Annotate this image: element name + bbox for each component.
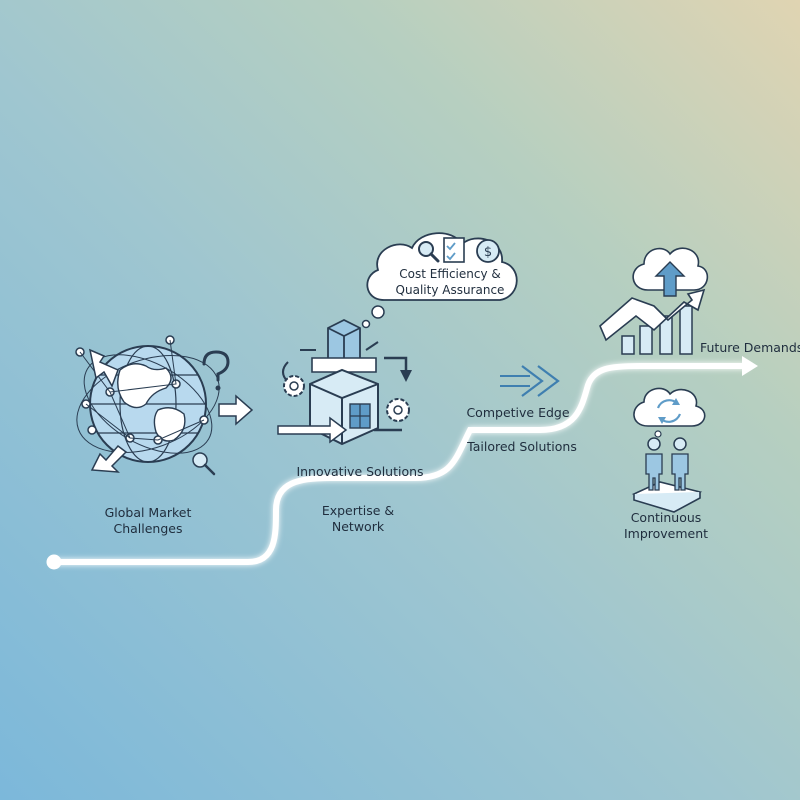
cloud-upload-icon [632, 247, 709, 297]
path-arrowhead [742, 356, 758, 376]
label-competitive-edge: Competive Edge [466, 405, 570, 420]
label-global-market-challenges: Global Market Challenges [104, 505, 192, 536]
path-start-dot [46, 554, 62, 570]
arrow-right-icon [218, 394, 254, 426]
journey-path [46, 356, 758, 570]
label-future-demands: Future Demands [700, 340, 800, 355]
growth-chart-icon [599, 288, 706, 355]
people-icon [631, 437, 703, 513]
refresh-cloud-icon [633, 387, 706, 445]
magnifier-icon [192, 452, 216, 476]
dollar-coin-icon: $ [476, 239, 500, 263]
label-tailored-solutions: Tailored Solutions [467, 439, 577, 454]
search-icon [418, 241, 440, 263]
lightning-arrow-icon [88, 348, 128, 473]
label-expertise-network: Expertise & Network [321, 503, 395, 534]
label-innovative-solutions: Innovative Solutions [296, 464, 424, 479]
double-chevron-icon [500, 365, 560, 397]
label-continuous-improvement: Continuous Improvement [623, 510, 709, 541]
question-mark-icon [202, 350, 230, 391]
checklist-icon [443, 237, 465, 263]
svg-text:$: $ [484, 245, 492, 260]
globe-icon [75, 335, 220, 463]
cubes-gears-icon [277, 318, 412, 446]
label-cost-quality: Cost Efficiency & Quality Assurance [395, 267, 505, 297]
